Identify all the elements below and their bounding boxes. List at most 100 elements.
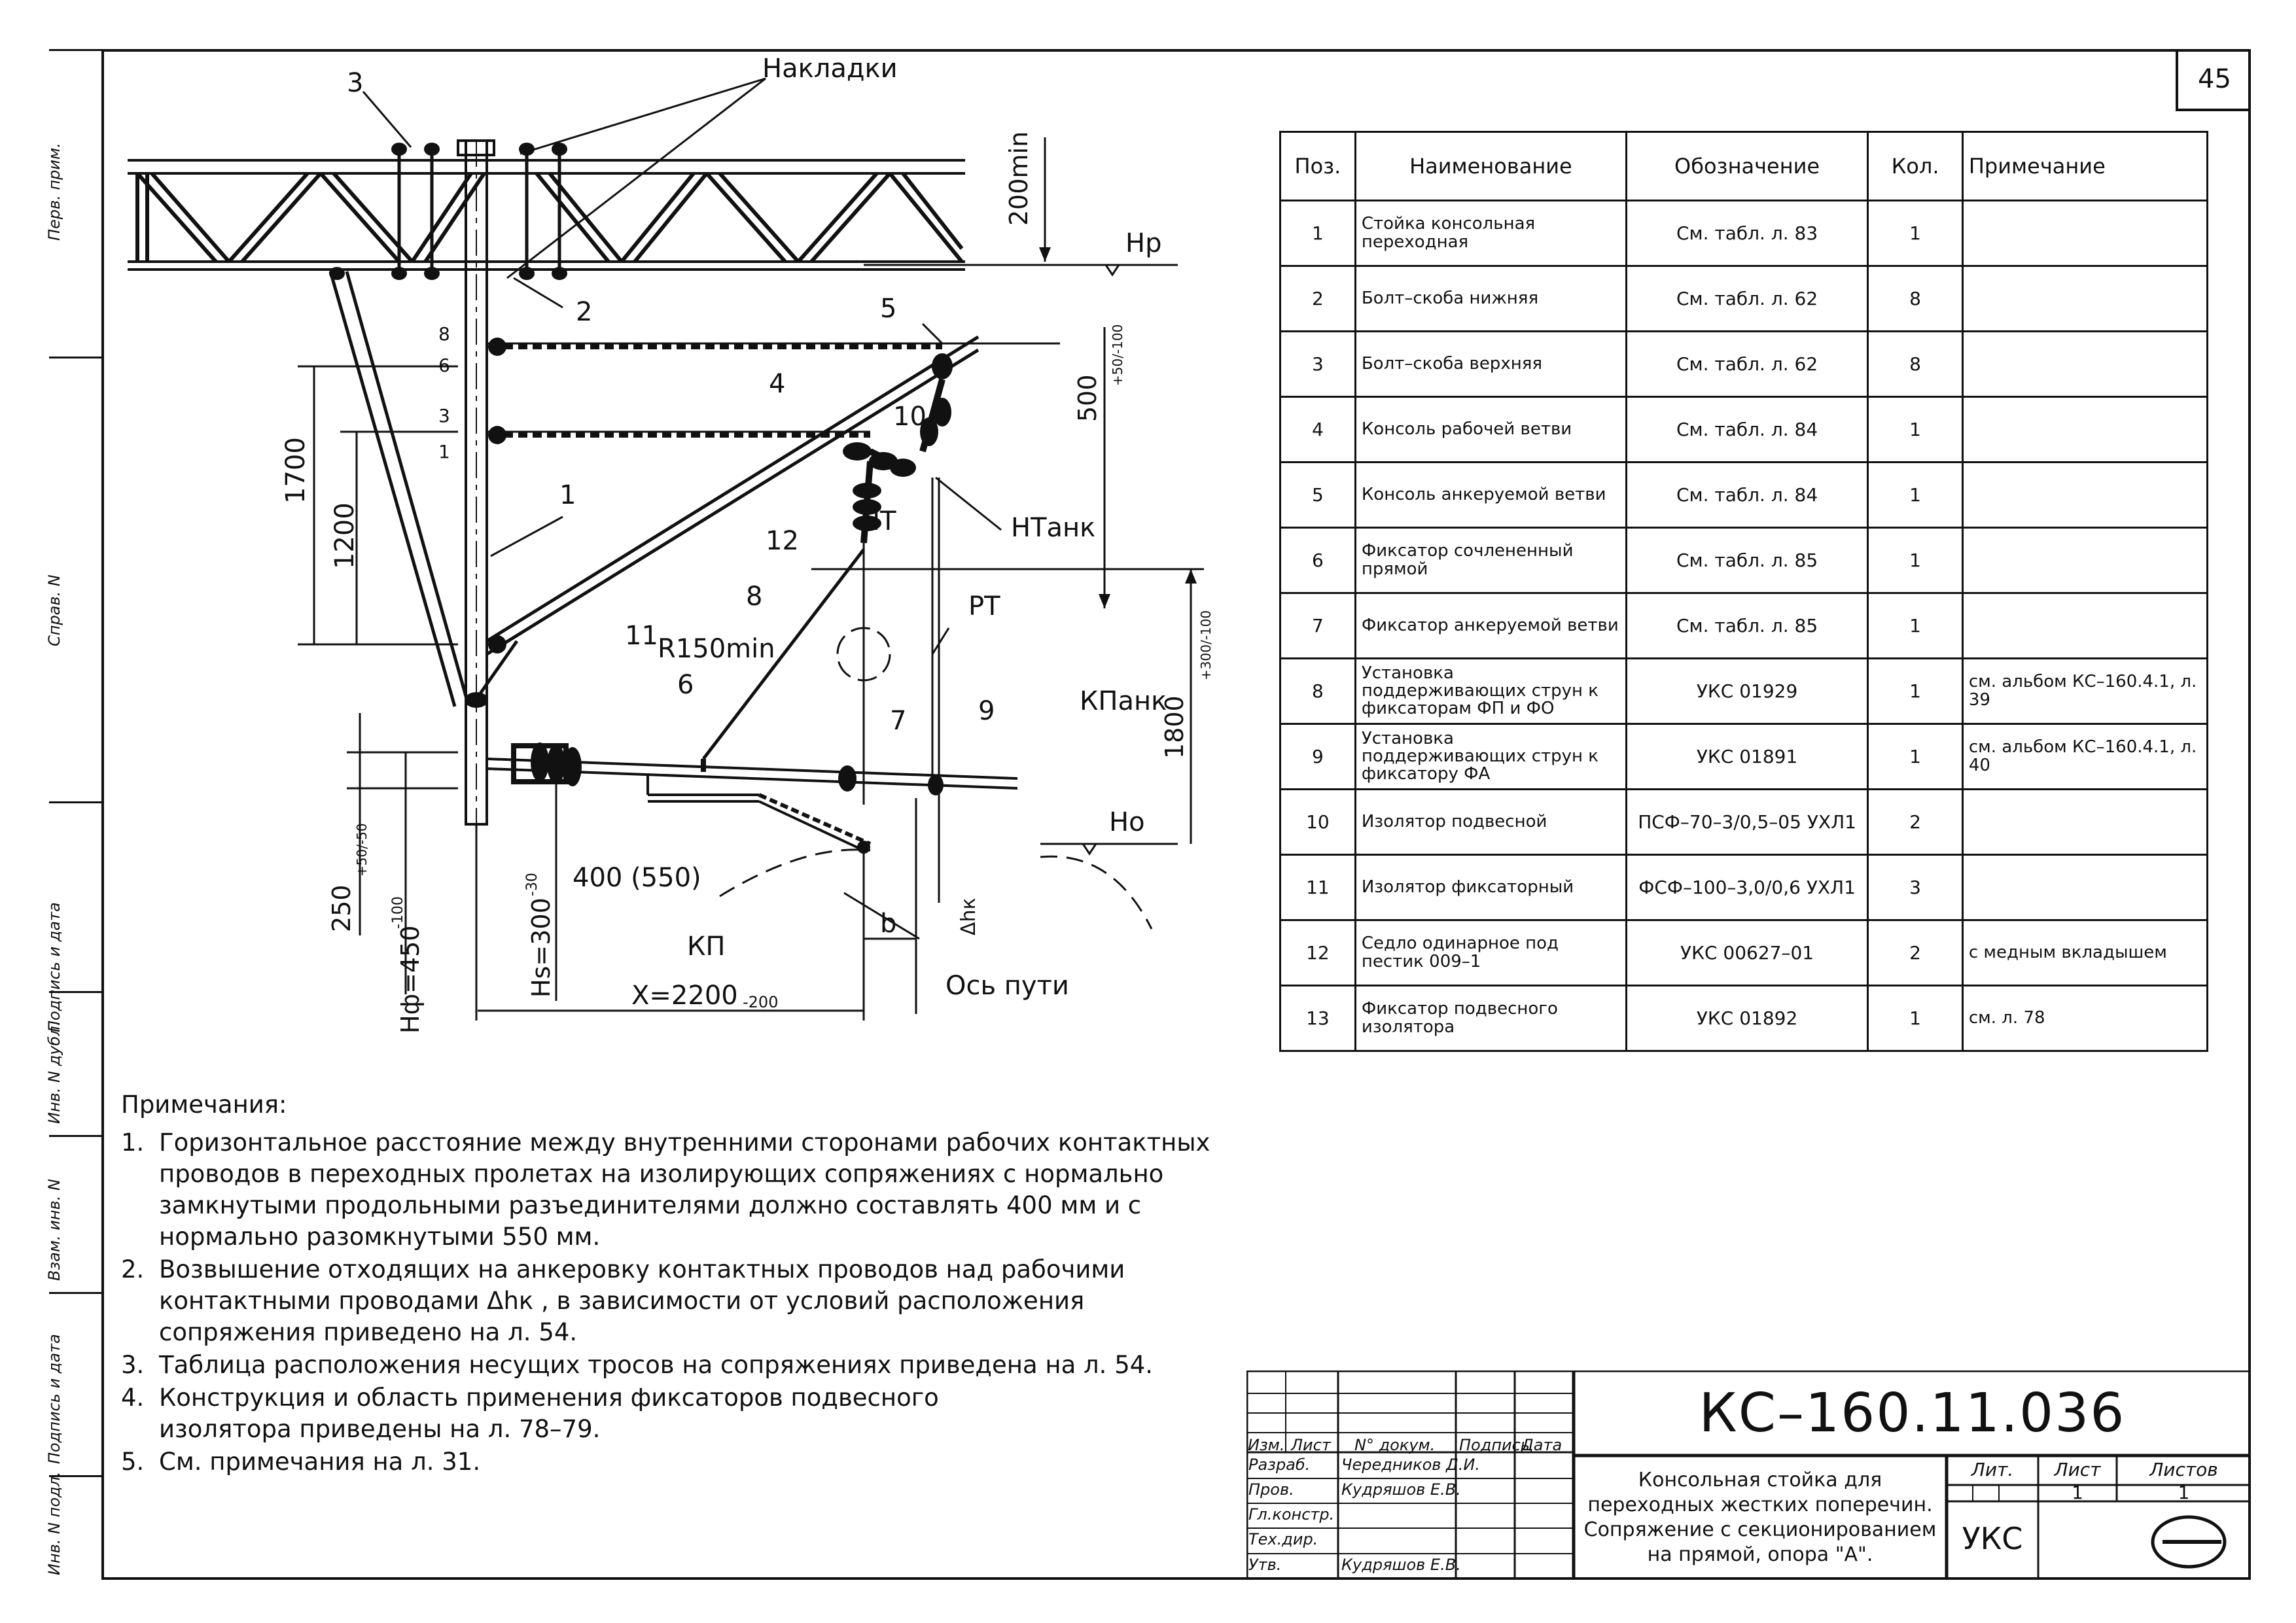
dim-dhk: Δhк [957,898,980,935]
note-text: Конструкция и область применения фиксато… [159,1384,939,1443]
row-code: ПСФ–70–3/0,5–05 УХЛ1 [1625,788,1869,856]
pos-8-label: 8 [746,582,762,612]
dim-x2200-tol: -200 [743,993,778,1011]
row-note: см. альбом КС–160.4.1, л. 40 [1961,723,2209,790]
sidebar-cell: Инв. N дубл. [45,991,101,1137]
dim-hs-tol: -30 [524,873,540,896]
row-code: См. табл. л. 84 [1625,396,1869,463]
pos-9-label: 9 [978,696,995,726]
dim-1800: 1800 [1160,695,1189,759]
hole-8: 8 [438,323,450,345]
row-pos: 1 [1279,200,1356,267]
sheets-label: Листов [2149,1459,2218,1480]
row-note: с медным вкладышем [1961,919,2209,986]
row-name: Изолятор подвесной [1354,788,1627,856]
row-note [1961,265,2209,332]
sidebar-cell: Перв. прим. [45,49,101,358]
dim-500: 500 [1073,374,1102,422]
pt-label: РТ [968,591,1000,621]
notes-block: Примечания: 1.Горизонтальное расстояние … [121,1089,1332,1479]
nakladki-label: Накладки [762,54,898,84]
sidebar-cell: Инв. N подл. [45,1471,101,1582]
row-note [1961,854,2209,921]
col-header: Обозначение [1625,131,1869,201]
document-description: Консольная стойка для переходных жестких… [1583,1469,1937,1566]
dim-b: b [880,909,896,939]
sheet-label: Лист [2054,1459,2101,1480]
row-qty: 3 [1867,854,1964,921]
hole-6: 6 [438,355,450,376]
note-number: 2. [121,1255,145,1283]
pos-5-label: 5 [880,294,896,324]
drawing-frame [101,49,2251,1580]
note-number: 4. [121,1384,145,1412]
org-name: УКС [1962,1521,2023,1556]
row-pos: 12 [1279,919,1356,986]
role-label: Пров. [1248,1480,1294,1499]
row-qty: 8 [1867,330,1964,398]
row-qty: 2 [1867,788,1964,856]
note-text: Таблица расположения несущих тросов на с… [159,1351,1154,1379]
htank-label: НТанк [1011,513,1095,543]
sheets-value: 1 [2178,1482,2190,1503]
dim-250-tol: +50/-50 [354,823,370,877]
pos-6-label: 6 [677,670,694,700]
notes-title: Примечания: [121,1091,287,1119]
pos-7-label: 7 [890,706,906,736]
dim-200min: 200min [1004,131,1033,226]
sidebar-cell: Взам. инв. N [45,1135,101,1294]
dim-hs: Hs=300 [527,898,556,998]
row-code: См. табл. л. 62 [1625,330,1869,398]
hdr-doc: N° докум. [1354,1436,1436,1454]
specification-table: Поз. Наименование Обозначение Кол. Приме… [1279,131,2209,1052]
role-label: Гл.констр. [1248,1505,1335,1524]
row-qty: 1 [1867,657,1964,725]
pos-12-label: 12 [766,526,799,556]
role-label: Утв. [1248,1556,1282,1574]
row-name: Болт–скоба нижняя [1354,265,1627,332]
role-person: Чередников Д.И. [1341,1456,1481,1474]
row-qty: 1 [1867,985,1964,1052]
row-code: См. табл. л. 62 [1625,265,1869,332]
row-note: см. альбом КС–160.4.1, л. 39 [1961,657,2209,725]
dim-1200: 1200 [330,502,360,569]
row-name: Седло одинарное под пестик 009–1 [1354,919,1627,986]
col-header: Примечание [1961,131,2209,201]
row-code: См. табл. л. 85 [1625,527,1869,594]
row-note [1961,330,2209,398]
dim-hf: Нф=450 [396,926,425,1034]
row-code: См. табл. л. 85 [1625,592,1869,659]
sidebar-cell: Подпись и дата [45,1292,101,1477]
axis-label: Ось пути [945,971,1069,1001]
sheet-number: 45 [2176,49,2251,111]
row-code: УКС 01892 [1625,985,1869,1052]
note-text: Горизонтальное расстояние между внутренн… [159,1128,1210,1251]
col-header: Поз. [1279,131,1356,201]
row-pos: 4 [1279,396,1356,463]
row-name: Фиксатор подвесного изолятора [1354,985,1627,1052]
row-pos: 2 [1279,265,1356,332]
row-note [1961,788,2209,856]
row-name: Изолятор фиксаторный [1354,854,1627,921]
row-note [1961,592,2209,659]
kp-label: КП [687,932,725,962]
row-name: Фиксатор сочлененный прямой [1354,527,1627,594]
ho-label: Но [1109,807,1145,837]
kpank-label: КПанк [1080,686,1167,716]
note-number: 3. [121,1351,145,1379]
dim-1800-tol: +300/-100 [1198,610,1214,680]
dim-400-550: 400 (550) [573,863,701,893]
row-qty: 2 [1867,919,1964,986]
row-qty: 1 [1867,592,1964,659]
row-note [1961,200,2209,267]
hdr-list: Лист [1291,1436,1331,1454]
row-qty: 1 [1867,396,1964,463]
title-block: Изм. Лист N° докум. Подпись Дата Разраб.… [1246,1370,2251,1580]
